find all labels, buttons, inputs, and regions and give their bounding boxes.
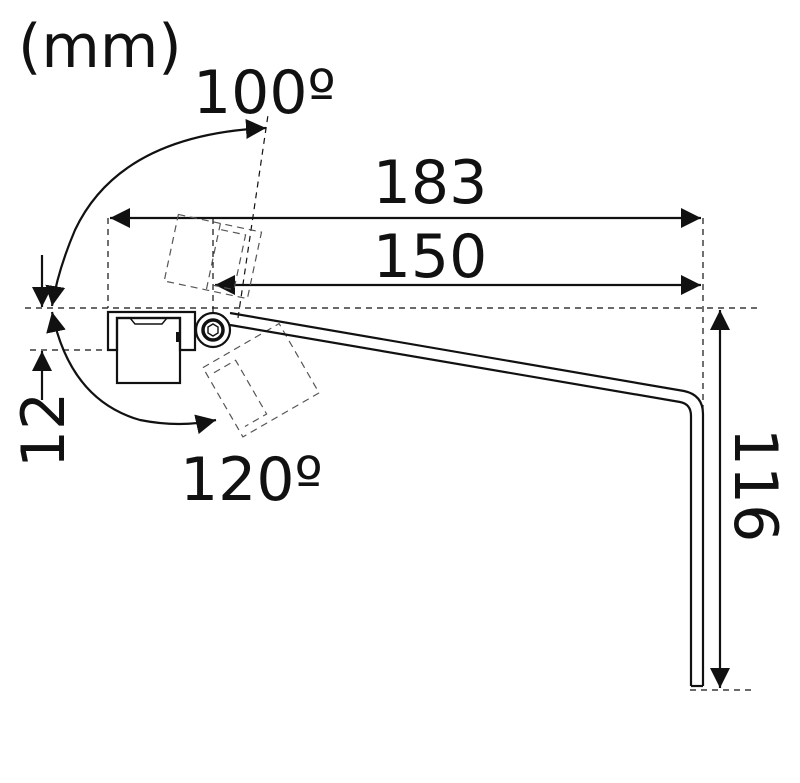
bracket-rotated-up-ghost — [163, 213, 263, 300]
angle-down-label: 120º — [180, 445, 323, 515]
offset-label: 12 — [9, 392, 79, 468]
bent-arm — [229, 311, 705, 688]
overall-width-label: 183 — [373, 148, 488, 218]
unit-label: (mm) — [18, 12, 182, 82]
mounting-bracket — [106, 310, 197, 385]
bracket-rotated-down-ghost — [202, 322, 320, 438]
drop-height-label: 116 — [720, 428, 790, 543]
arm-width-label: 150 — [373, 222, 488, 292]
hinge-roller — [194, 311, 232, 349]
angle-up-arc — [45, 118, 267, 307]
angle-up-label: 100º — [193, 58, 336, 128]
angle-down-arc — [46, 311, 217, 435]
